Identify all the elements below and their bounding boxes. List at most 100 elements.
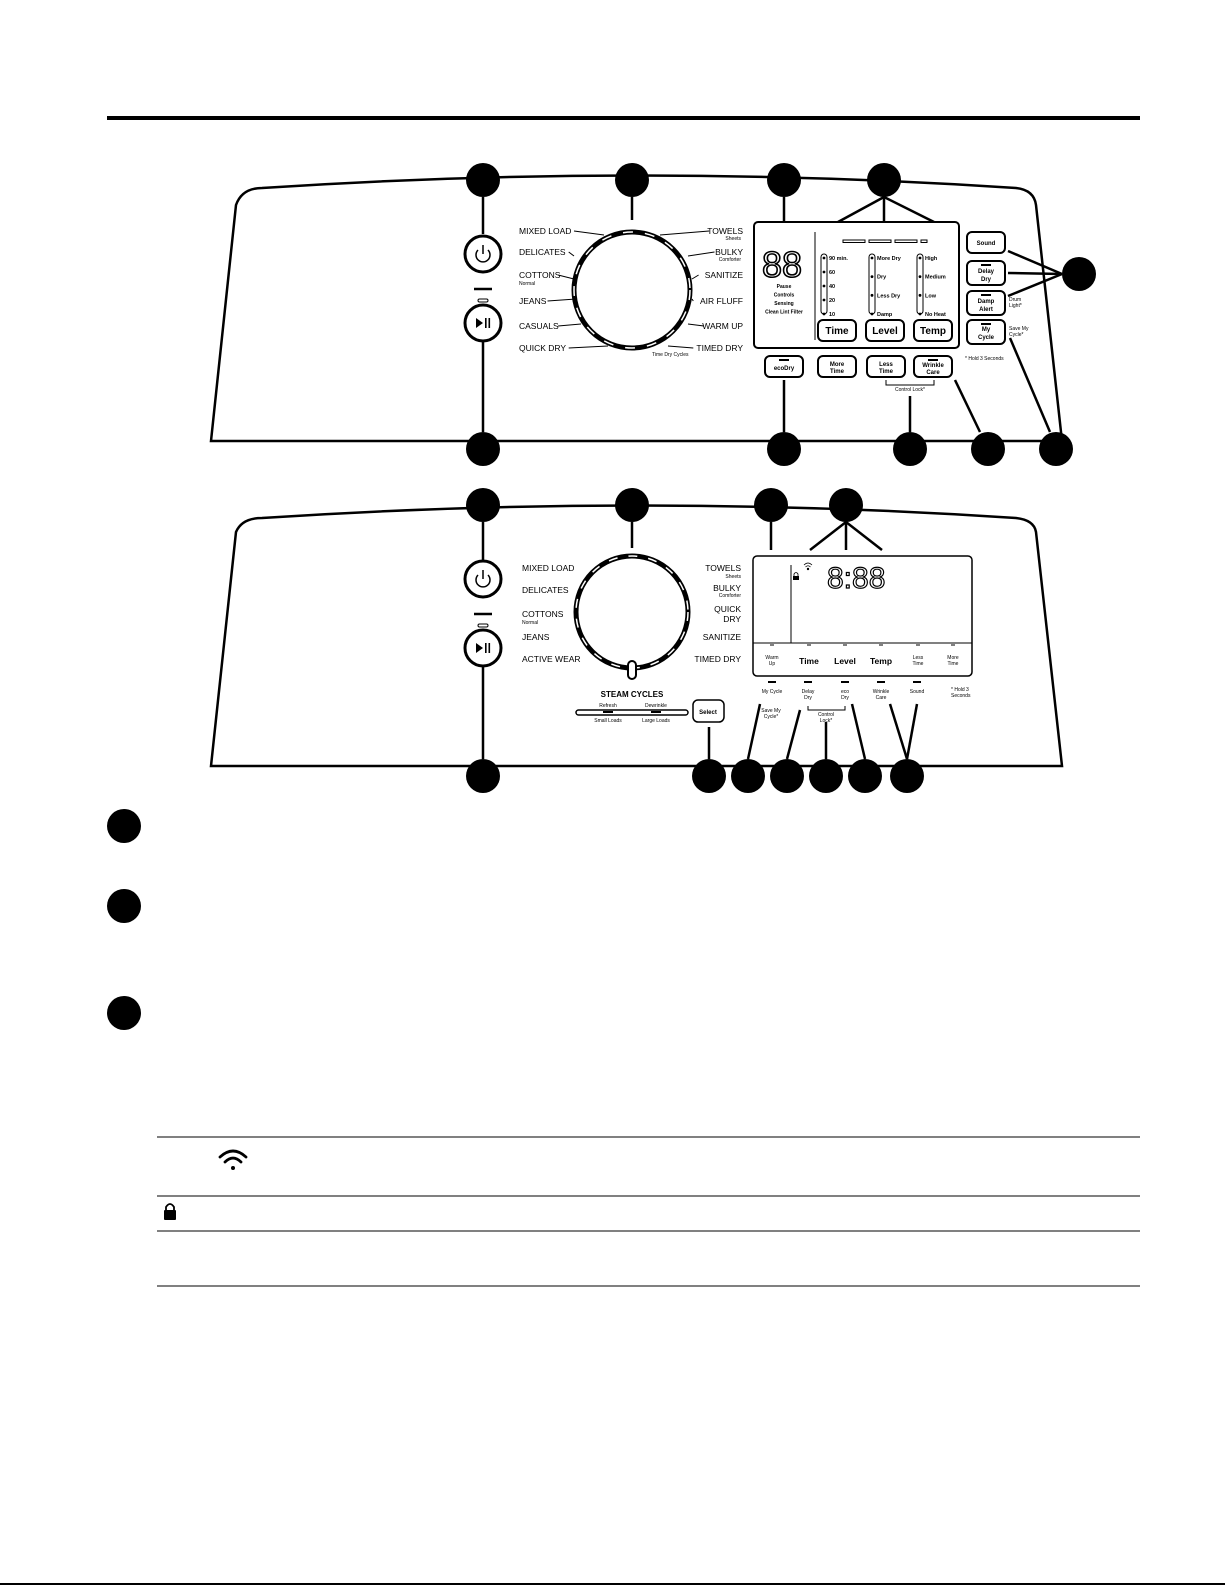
callout-circle (466, 432, 500, 466)
button-label[interactable]: Wrinkle (873, 689, 890, 695)
time-dry-note: Time Dry Cycles (652, 352, 689, 358)
dial-leader (573, 230, 605, 236)
less-time-button[interactable] (866, 355, 906, 378)
steam-opt-dewrinkle: Dewrinkle (645, 703, 667, 709)
callout-circle (767, 163, 801, 197)
option-label: Dry (877, 275, 887, 281)
display-button-label[interactable]: Time (948, 661, 959, 667)
delay-dry-button[interactable] (966, 260, 1006, 286)
dial-option-label: TIMED DRY (696, 343, 743, 353)
more-time-label-1: More (830, 362, 845, 368)
display-time: 8:88 (827, 562, 885, 595)
more-time-button[interactable] (817, 355, 857, 378)
steam-sub-large: Large Loads (642, 718, 670, 724)
display-button-label[interactable]: Time (799, 656, 819, 666)
delay-dry-label-2: Dry (981, 277, 992, 283)
dial-option-label: DELICATES (519, 247, 566, 257)
save-my-cycle-1: Save My (761, 708, 781, 714)
hold-note-1: * Hold 3 (951, 687, 969, 693)
lock-icon (793, 572, 799, 580)
my-cycle-label-2: Cycle (978, 335, 995, 341)
callout-circle (466, 759, 500, 793)
callout-circle (829, 488, 863, 522)
header-rule (107, 116, 1140, 120)
option-label: Less Dry (877, 293, 901, 299)
my-cycle-button[interactable] (966, 319, 1006, 345)
lock-icon (164, 1203, 176, 1220)
less-time-label-1: Less (879, 362, 893, 368)
save-my-cycle-2: Cycle* (1009, 332, 1024, 338)
button-label[interactable]: Delay (802, 689, 815, 695)
button-label[interactable]: Sound (910, 689, 925, 695)
save-my-cycle-1: Save My (1009, 326, 1029, 332)
time-button[interactable] (817, 319, 857, 342)
option-dot (918, 293, 922, 297)
wrinkle-care-button[interactable] (913, 355, 953, 378)
callout-circle (731, 759, 765, 793)
hold-note: * Hold 3 Seconds (965, 356, 1004, 362)
button-label[interactable]: My Cycle (762, 689, 783, 695)
callout-circle (867, 163, 901, 197)
display-button-label[interactable]: Up (769, 661, 776, 667)
callout-circle (466, 163, 500, 197)
sound-button[interactable] (966, 231, 1006, 254)
display-button-label[interactable]: Warm (765, 655, 778, 661)
dial-option-sub: Comforter (719, 257, 742, 263)
dial-option-label: JEANS (522, 632, 550, 642)
sound-button-label: Sound (977, 241, 996, 247)
indicator-led (477, 623, 489, 628)
indicator-led (804, 681, 812, 683)
callout-circle (615, 488, 649, 522)
damp-alert-button[interactable] (966, 290, 1006, 316)
option-label: No Heat (925, 312, 946, 318)
callout-circle (107, 996, 141, 1030)
display-button-label[interactable]: Temp (870, 656, 892, 666)
level-button[interactable] (865, 319, 905, 342)
status-label: Sensing (774, 301, 793, 307)
panel-2: MIXED LOADDELICATESCOTTONSNormalJEANSACT… (209, 488, 1064, 793)
option-dot (822, 270, 826, 274)
ecodry-button[interactable] (764, 355, 804, 378)
footer-rule (0, 1583, 1225, 1585)
my-cycle-label-1: My (982, 327, 991, 333)
option-label: More Dry (877, 256, 902, 262)
legend-table (157, 1136, 1140, 1287)
callout-circle (893, 432, 927, 466)
indicator-led (779, 359, 789, 361)
display-button-label[interactable]: Less (913, 655, 924, 661)
display-digits: 88 (762, 244, 802, 285)
dial-option-label: DRY (723, 614, 741, 624)
dial-leader (568, 251, 575, 257)
button-label[interactable]: eco (841, 689, 849, 695)
dial-leader (568, 345, 609, 349)
display-button-label[interactable]: More (947, 655, 959, 661)
callout-circle (809, 759, 843, 793)
steam-slider[interactable] (575, 709, 689, 716)
callout-circle (1062, 257, 1096, 291)
display-button-label[interactable]: Level (834, 656, 856, 666)
dial-option-label: COTTONS (522, 609, 564, 619)
display-button-label[interactable]: Time (913, 661, 924, 667)
ecodry-label: ecoDry (774, 366, 795, 372)
option-dot (870, 312, 874, 316)
button-label[interactable]: Dry (841, 695, 849, 701)
option-label: Low (925, 293, 937, 299)
button-label[interactable]: Care (876, 695, 887, 701)
control-lock-label-2: Lock* (820, 718, 833, 724)
save-my-cycle-2: Cycle* (764, 714, 779, 720)
callout-circle (754, 488, 788, 522)
time-button-label: Time (825, 326, 849, 337)
more-time-label-2: Time (830, 369, 845, 375)
dial-leader (687, 251, 715, 257)
dial-option-label: ACTIVE WEAR (522, 654, 581, 664)
control-lock-label-1: Control (818, 712, 834, 718)
button-label[interactable]: Dry (804, 695, 812, 701)
indicator-led (841, 681, 849, 683)
temp-button[interactable] (913, 319, 953, 342)
select-button[interactable] (692, 699, 725, 723)
display-panel (753, 221, 960, 349)
